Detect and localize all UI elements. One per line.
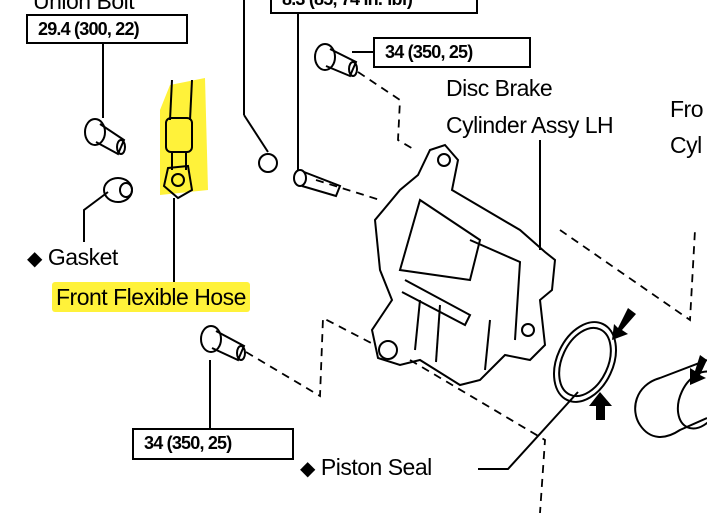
gasket-part — [103, 177, 133, 203]
cylinder-label-line2: Cylinder Assy LH — [446, 112, 614, 138]
gasket-text: Gasket — [47, 244, 118, 270]
union-bolt-label: Union Bolt — [33, 0, 135, 14]
hose-text: Front Flexible Hose — [52, 282, 250, 312]
piston-part — [634, 359, 707, 438]
gasket-label: ◆Gasket — [27, 244, 118, 271]
top-bolt-torque-box: 34 (350, 25) — [373, 37, 531, 68]
mounting-bolt-bottom-part — [200, 325, 246, 362]
mounting-bolt-top-part — [314, 43, 358, 78]
non-reusable-diamond-icon: ◆ — [27, 248, 42, 270]
front-cylinder-label-line2: Cyl — [670, 132, 702, 158]
assembly-dashed-lines — [245, 71, 696, 513]
cylinder-label-line1: Disc Brake — [446, 75, 553, 101]
bleeder-plug-part — [293, 169, 342, 198]
piston-seal-text: Piston Seal — [320, 454, 432, 480]
front-cylinder-label-line1: Fro — [670, 96, 704, 122]
union-bolt-part — [84, 118, 126, 156]
caliper-body-part — [370, 143, 557, 387]
bleeder-cap-part — [258, 153, 278, 173]
piston-seal-label: ◆Piston Seal — [300, 454, 432, 481]
direction-arrows — [589, 308, 707, 420]
non-reusable-diamond-icon: ◆ — [300, 458, 315, 480]
hose-label: Front Flexible Hose — [52, 282, 250, 312]
union-bolt-torque-box: 29.4 (300, 22) — [26, 14, 188, 44]
bottom-bolt-torque-box: 34 (350, 25) — [132, 428, 294, 460]
piston-seal-part — [553, 321, 617, 403]
bleeder-torque-box: 8.3 (85, 74 in.·lbf) — [270, 0, 478, 14]
flexible-hose-part — [162, 79, 194, 200]
